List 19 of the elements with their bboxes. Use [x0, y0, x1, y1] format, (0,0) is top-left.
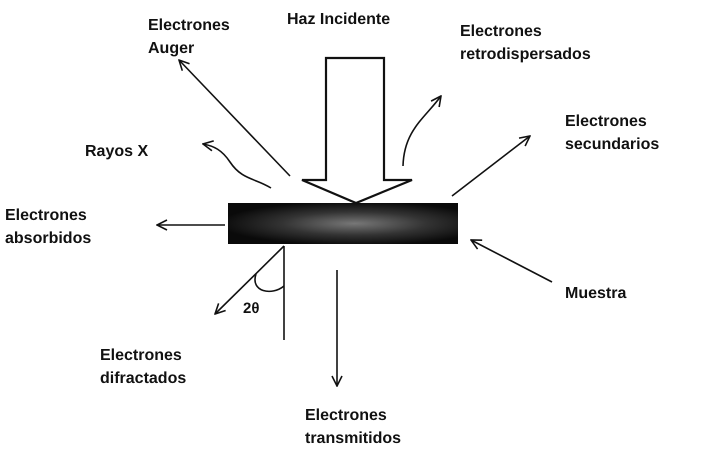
angle-label: 2θ [243, 300, 260, 317]
text-label: Electrones transmitidos [305, 404, 402, 450]
arrow [202, 140, 272, 189]
arrow [156, 219, 225, 231]
arrow [331, 270, 343, 387]
text-label: Rayos X [85, 140, 148, 164]
sample-bar [228, 203, 458, 244]
text-label: Haz Incidente [287, 8, 390, 32]
text-label: Muestra [565, 282, 626, 306]
text-label: Electrones secundarios [565, 110, 660, 156]
text-label: Electrones difractados [100, 344, 186, 390]
arrow [214, 245, 285, 315]
text-label: Electrones retrodispersados [460, 20, 591, 66]
block-arrow [300, 56, 414, 204]
arrow [452, 135, 531, 197]
text-label: Electrones absorbidos [5, 204, 92, 250]
text-label: Electrones Auger [148, 14, 230, 60]
arrow [178, 59, 291, 177]
arrow [470, 239, 552, 283]
